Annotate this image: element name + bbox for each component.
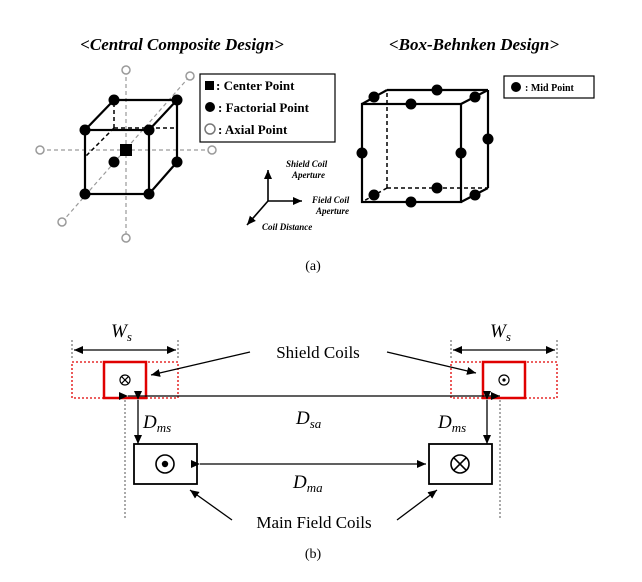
factorial-point	[143, 124, 155, 136]
mid-point	[368, 91, 380, 103]
factorial-point	[79, 188, 91, 200]
legend-mid-symbol	[511, 82, 521, 92]
bbd-title: <Box-Behnken Design>	[389, 35, 559, 54]
factorial-point	[171, 94, 183, 106]
axis-field-label-1: Field Coil	[311, 195, 350, 205]
dms-label-right: Dms	[437, 412, 466, 435]
factorial-point	[143, 188, 155, 200]
mid-point	[405, 98, 417, 110]
ccd-factorial-points	[79, 94, 183, 200]
legend-center-label: : Center Point	[216, 78, 295, 93]
legend-center-symbol	[205, 81, 214, 90]
panel-a: <Central Composite Design>	[35, 35, 595, 274]
coordinate-axes: Shield Coil Aperture Field Coil Aperture…	[246, 159, 350, 232]
bbd-legend-box	[503, 75, 595, 99]
axial-point	[121, 65, 131, 75]
legend-axial-symbol	[204, 123, 216, 135]
panel-b: Ws Ws Shield Coils Dsa Dms Dms	[71, 321, 558, 562]
caption-a: (a)	[305, 259, 321, 274]
mid-point	[455, 147, 467, 159]
axis-distance-label: Coil Distance	[262, 222, 312, 232]
ccd-legend: : Center Point : Factorial Point : Axial…	[199, 73, 336, 143]
legend-axial-label: : Axial Point	[218, 122, 288, 137]
shield-coil-right	[481, 360, 527, 400]
ccd-cube	[35, 65, 217, 243]
factorial-point	[171, 156, 183, 168]
axial-point	[57, 217, 67, 227]
dms-label-left: Dms	[142, 412, 171, 435]
axial-point	[35, 145, 45, 155]
main-field-coil-right	[428, 443, 493, 485]
ccd-title: <Central Composite Design>	[80, 35, 284, 54]
current-in-icon	[119, 374, 131, 386]
ws-label-left: Ws	[111, 321, 132, 344]
bbd-legend: : Mid Point	[503, 75, 595, 99]
axis-shield-label-1: Shield Coil	[286, 159, 328, 169]
bbd-mid-points	[356, 84, 494, 208]
mid-point	[469, 91, 481, 103]
ccd-axial-points	[35, 65, 217, 243]
main-field-coil-left	[133, 443, 198, 485]
current-out-icon	[155, 454, 175, 474]
ccd-legend-box	[199, 73, 336, 143]
axis-field-label-2: Aperture	[315, 206, 349, 216]
shield-coil-left	[102, 360, 148, 400]
axial-point	[185, 71, 195, 81]
current-out-icon	[498, 374, 510, 386]
ws-label-right: Ws	[490, 321, 511, 344]
axial-point	[207, 145, 217, 155]
mid-point	[368, 189, 380, 201]
axial-point	[121, 233, 131, 243]
mid-point	[469, 189, 481, 201]
factorial-point	[79, 124, 91, 136]
ccd-center-point	[120, 144, 132, 156]
caption-b: (b)	[305, 547, 322, 562]
legend-factorial-symbol	[205, 102, 215, 112]
legend-mid-label: : Mid Point	[525, 83, 575, 94]
main-field-coils-label: Main Field Coils	[256, 513, 371, 532]
guide-lines	[71, 340, 558, 520]
mid-point	[356, 147, 368, 159]
current-in-icon	[450, 454, 470, 474]
axis-distance-arrow	[246, 200, 269, 226]
dsa-label: Dsa	[295, 408, 322, 431]
mid-point	[431, 182, 443, 194]
shield-coils-pointers	[150, 351, 477, 377]
legend-factorial-label: : Factorial Point	[218, 100, 310, 115]
bbd-cube	[356, 84, 494, 208]
factorial-point	[108, 156, 120, 168]
dma-label: Dma	[292, 472, 323, 495]
mid-point	[431, 84, 443, 96]
mid-point	[405, 196, 417, 208]
main-field-coils-pointers	[189, 489, 438, 521]
mid-point	[482, 133, 494, 145]
factorial-point	[108, 94, 120, 106]
shield-coils-label: Shield Coils	[276, 343, 360, 362]
axis-shield-label-2: Aperture	[291, 170, 325, 180]
